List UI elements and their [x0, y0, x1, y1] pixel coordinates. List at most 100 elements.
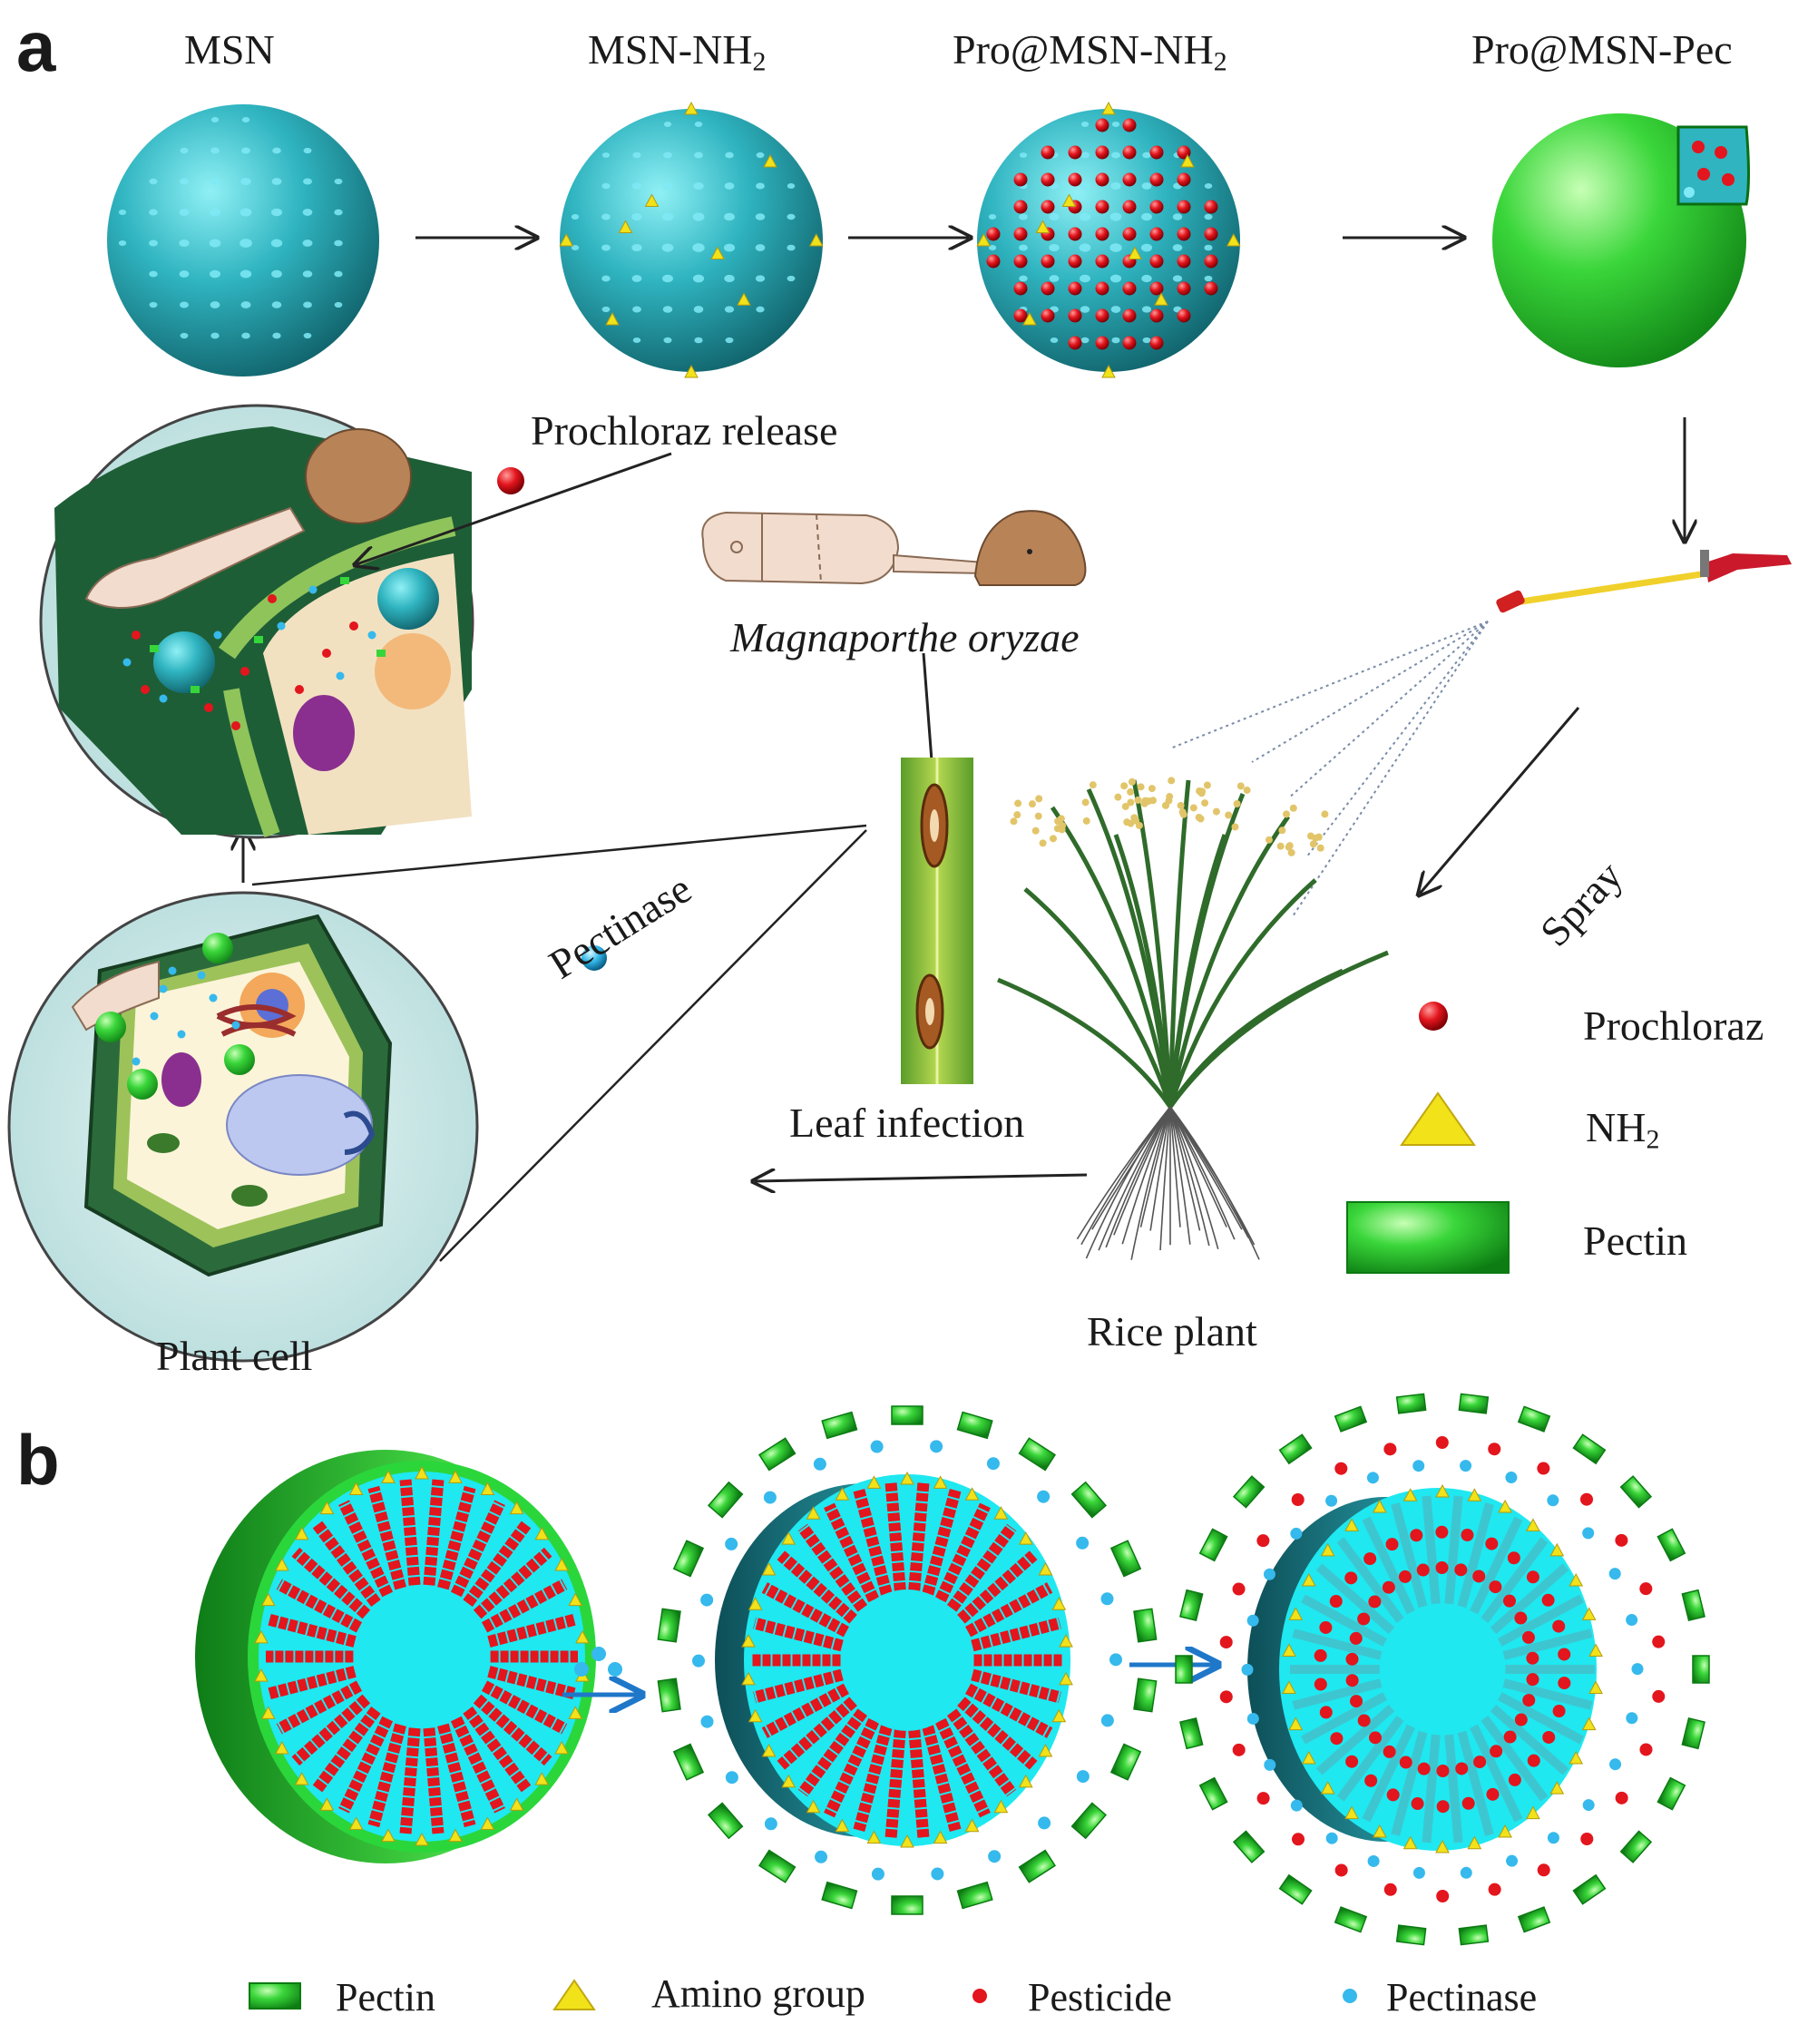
label-magnaporthe-oryzae: Magnaporthe oryzae [730, 617, 1080, 659]
pore [989, 214, 996, 220]
pesticide-dot [1220, 1690, 1233, 1703]
pore [1019, 244, 1028, 250]
legend-nh2-symbol [1402, 1093, 1474, 1145]
pesticide-dot [1319, 1621, 1332, 1634]
pore [1111, 337, 1119, 344]
pore [757, 152, 765, 158]
pore [1050, 275, 1060, 282]
pectin-fragment [1397, 1925, 1426, 1944]
pectin-fragment [1176, 1656, 1192, 1683]
prochloraz-dot [1150, 255, 1164, 269]
pectinase-dot [1247, 1713, 1259, 1725]
pore [632, 307, 641, 313]
pore [239, 239, 252, 248]
pro-msn-pec-sphere [1492, 113, 1749, 367]
pectin-fragment [1134, 1678, 1157, 1712]
panel-label-a: a [16, 11, 55, 82]
pore [664, 122, 671, 127]
rice-grain [1234, 800, 1241, 807]
pectin-fragment [1573, 1875, 1605, 1904]
prochloraz-dot [1096, 228, 1109, 241]
pectinase-dot [210, 994, 218, 1002]
pectinase-dot [178, 1031, 186, 1039]
pesticide-dot [1455, 1762, 1468, 1775]
pore [724, 244, 735, 252]
pectinase-dot [725, 1538, 738, 1550]
rice-grain [1090, 781, 1097, 788]
pore [180, 270, 190, 278]
pore [632, 152, 640, 159]
pore [1143, 337, 1151, 343]
pesticide-dot [1435, 1526, 1448, 1539]
pectin-fragment [1072, 1803, 1106, 1838]
pore [304, 148, 312, 153]
pectin-fragment [1234, 1476, 1264, 1507]
pesticide-dot [1386, 1538, 1399, 1550]
pectinase-dot [815, 1851, 827, 1863]
pectinase-dot [872, 1868, 884, 1881]
pore [601, 276, 611, 282]
pectinase-dot [1609, 1568, 1621, 1579]
pectinase-dot [765, 1817, 777, 1830]
rice-grain [1010, 817, 1017, 825]
pore [602, 152, 610, 158]
pectinase-dot [1325, 1495, 1337, 1507]
rice-grain [1310, 840, 1317, 847]
pore [210, 239, 221, 247]
stage-label-pro-msn-pec: Pro@MSN-Pec [1471, 29, 1733, 71]
amine-triangle [1102, 103, 1115, 114]
rice-grain [1237, 782, 1245, 789]
pesticide-dot [1412, 1797, 1424, 1810]
pectin-fragment [1573, 1434, 1605, 1463]
prochloraz-dot [1123, 337, 1137, 350]
pectinase-dot [1076, 1537, 1089, 1550]
pectin-fragment [1134, 1609, 1157, 1642]
prochloraz-dot [1178, 282, 1191, 296]
pore [1080, 152, 1090, 159]
pore [1142, 182, 1152, 190]
pectinase-dot [1109, 1653, 1122, 1666]
rice-grain [1127, 788, 1134, 796]
pore [334, 271, 342, 278]
pore [1142, 152, 1151, 159]
pectin-fragment [1657, 1778, 1685, 1810]
prochloraz-dot [1205, 282, 1218, 296]
rice-grain [1244, 787, 1251, 794]
legend-prochloraz-label: Prochloraz [1583, 1005, 1764, 1047]
pectin-fragment [1397, 1394, 1426, 1413]
pore [1051, 337, 1059, 343]
pesticide-dot [1387, 1788, 1400, 1801]
pectin-fragment [1280, 1434, 1312, 1463]
pectinase-dot [930, 1440, 943, 1452]
pore [632, 275, 642, 282]
label-plant-cell: Plant cell [156, 1335, 312, 1377]
pectin-fragment [191, 686, 200, 693]
pectin-fragment [1459, 1925, 1488, 1944]
pectin-fragment [1020, 1438, 1055, 1470]
pectinase-dot [151, 1012, 159, 1021]
rice-grain [1278, 826, 1285, 834]
pore [631, 244, 641, 251]
pectinase-dot [1461, 1867, 1472, 1879]
pore [1205, 276, 1213, 281]
pesticide-dot [1553, 1705, 1566, 1717]
pore [1141, 244, 1152, 252]
prochloraz-dot [132, 631, 141, 640]
pore [179, 240, 189, 247]
pesticide-dot [1508, 1551, 1520, 1564]
msn-nh2-sphere [560, 103, 823, 377]
pesticide-dot [1580, 1493, 1593, 1506]
rice-grain [1198, 789, 1206, 797]
legend-b-amino-label: Amino group [651, 1974, 865, 2014]
pore [602, 307, 611, 312]
pore [695, 122, 702, 127]
pesticide-dot [1503, 1595, 1516, 1608]
pesticide-dot [1350, 1632, 1363, 1645]
pesticide-dot [1383, 1581, 1395, 1594]
pectin-fragment [1459, 1394, 1488, 1413]
pesticide-dot [1314, 1678, 1327, 1691]
pesticide-dot [1437, 1800, 1450, 1813]
pectinase-dot [1037, 1491, 1050, 1503]
rice-grain [1277, 843, 1285, 850]
pore [663, 306, 673, 313]
